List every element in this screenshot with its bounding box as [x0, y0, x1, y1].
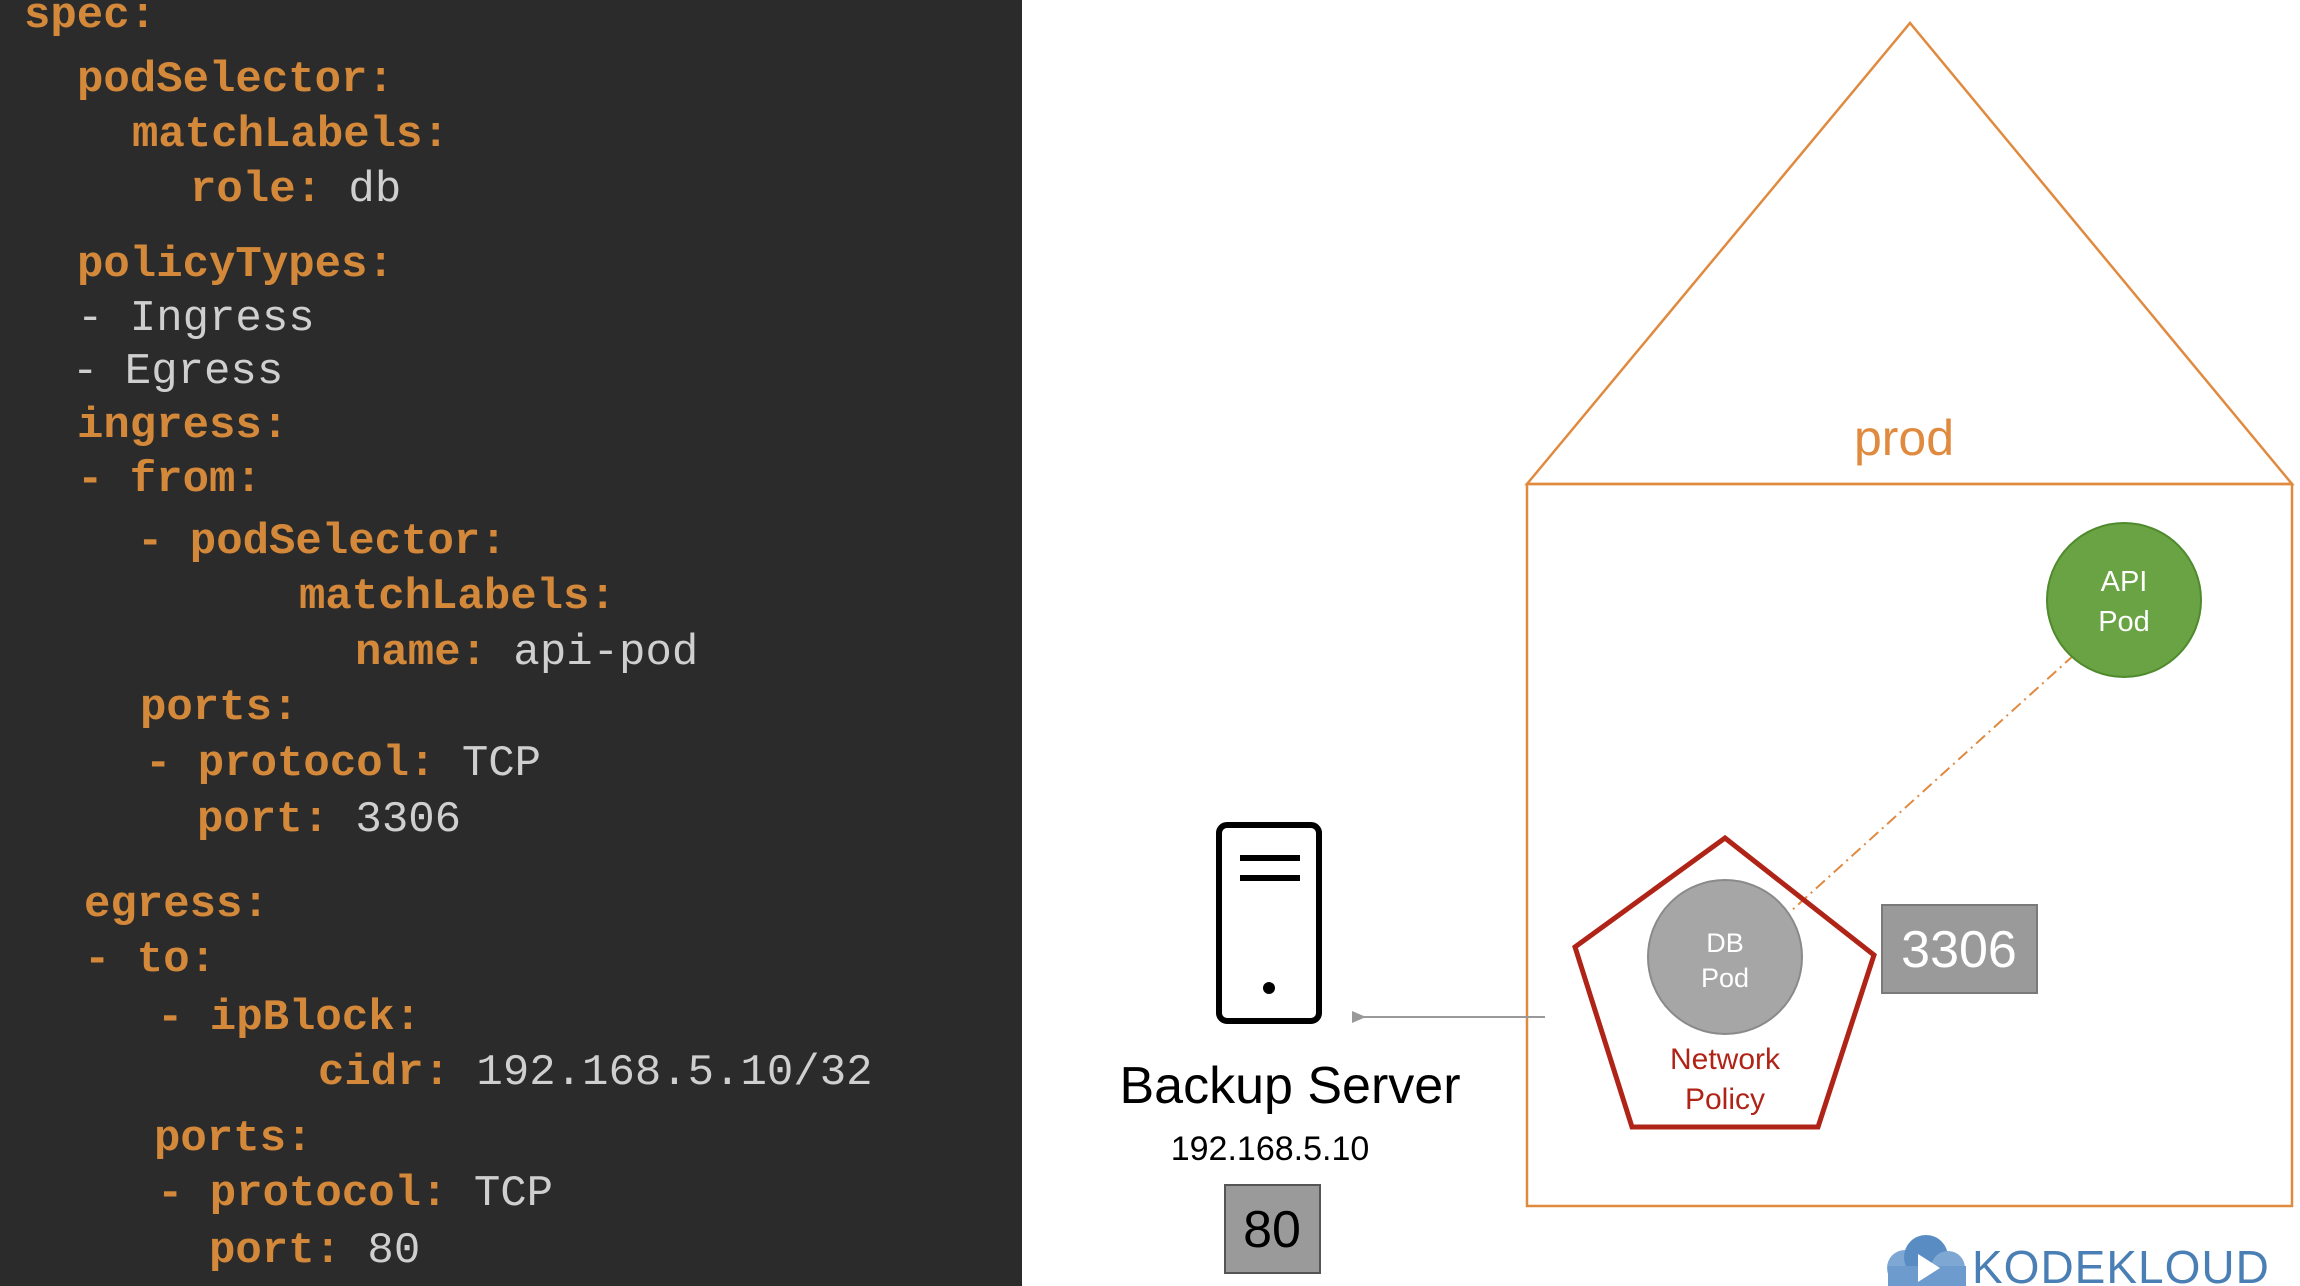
code-line: - to: [84, 935, 217, 985]
code-line: podSelector: [77, 55, 394, 105]
code-line: ingress: [77, 401, 289, 451]
backup-port-box: 80 [1224, 1184, 1321, 1274]
network-policy-label-line1: Network [1670, 1043, 1781, 1076]
code-line: name: api-pod [355, 628, 699, 678]
code-line: port: 3306 [197, 795, 462, 845]
network-diagram: prod API Pod DB Pod Network Policy 3306 … [1119, 21, 2295, 1286]
code-line: egress: [84, 880, 269, 930]
code-line: - podSelector: [137, 517, 507, 567]
api-pod-label-line1: API [2101, 566, 2148, 598]
backup-port-rect [1224, 1184, 1321, 1274]
db-pod-circle [1647, 879, 1803, 1035]
code-line: - protocol: TCP [145, 739, 542, 789]
logo-text: KODEKLOUD [1972, 1241, 2270, 1286]
code-line: - ipBlock: [157, 993, 422, 1043]
db-port-label: 3306 [1901, 921, 2017, 979]
code-line: spec: [24, 0, 157, 41]
code-line: port: 80 [209, 1226, 421, 1276]
code-line: - protocol: TCP [157, 1169, 554, 1219]
db-port-rect [1881, 904, 2038, 994]
api-to-db-connection [1789, 654, 2075, 913]
backup-port-label: 80 [1243, 1201, 1301, 1259]
code-line: ports: [140, 683, 299, 733]
db-pod: DB Pod [1647, 879, 1803, 1035]
kodekloud-logo: KODEKLOUD [1887, 1235, 2270, 1286]
namespace-prod: prod [1524, 21, 2295, 1208]
code-line: - from: [77, 455, 262, 505]
code-line: cidr: 192.168.5.10/32 [318, 1048, 873, 1098]
api-pod-label-line2: Pod [2098, 606, 2150, 638]
namespace-body [1525, 482, 2294, 1208]
code-line: - Egress [72, 347, 284, 397]
code-line: policyTypes: [77, 240, 394, 290]
code-line: - Ingress [77, 294, 315, 344]
code-line: role: db [190, 165, 402, 215]
namespace-label: prod [1854, 410, 1954, 466]
network-policy-label-line2: Policy [1685, 1083, 1765, 1116]
backup-server-title: Backup Server [1119, 1057, 1460, 1115]
code-line: matchLabels: [132, 110, 449, 160]
yaml-code-panel: spec: podSelector: matchLabels: role: db… [0, 0, 1022, 1286]
api-pod: API Pod [2046, 522, 2202, 678]
db-port-box: 3306 [1881, 904, 2038, 994]
network-policy-pentagon [1572, 834, 1877, 1130]
server-icon [1216, 822, 1322, 1024]
code-line: ports: [154, 1114, 313, 1164]
code-line: matchLabels: [299, 572, 616, 622]
db-pod-label-line2: Pod [1701, 963, 1749, 993]
backup-server-ip: 192.168.5.10 [1171, 1130, 1370, 1168]
api-pod-circle [2046, 522, 2202, 678]
cloud-logo-icon [1887, 1235, 1966, 1286]
db-pod-label-line1: DB [1706, 928, 1744, 958]
